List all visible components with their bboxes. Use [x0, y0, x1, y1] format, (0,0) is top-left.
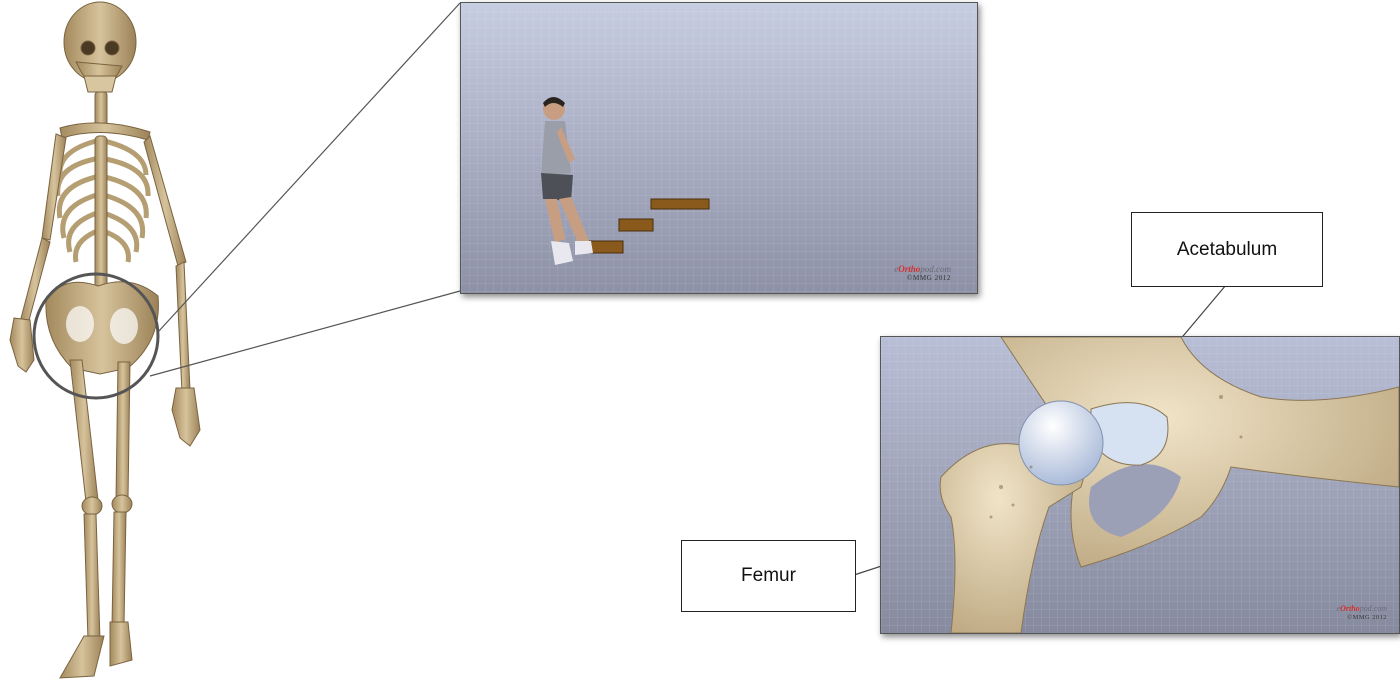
magnifier-ring: [34, 274, 158, 398]
femoral-head: [1019, 401, 1103, 485]
connector-line-bottom: [150, 291, 460, 376]
femur-label-text: Femur: [741, 565, 796, 587]
watermark-bottom: eOrthopod.com ©MMG 2012: [1337, 605, 1387, 621]
watermark-top: eOrthopod.com ©MMG 2012: [894, 265, 951, 283]
connector-line-top: [158, 3, 460, 332]
acetabulum-label-text: Acetabulum: [1177, 239, 1277, 261]
hip-joint-panel: eOrthopod.com ©MMG 2012: [880, 336, 1400, 634]
femur-label: Femur: [681, 540, 856, 612]
stair-climbing-panel: eOrthopod.com ©MMG 2012: [460, 2, 978, 294]
acetabulum-label: Acetabulum: [1131, 212, 1323, 287]
